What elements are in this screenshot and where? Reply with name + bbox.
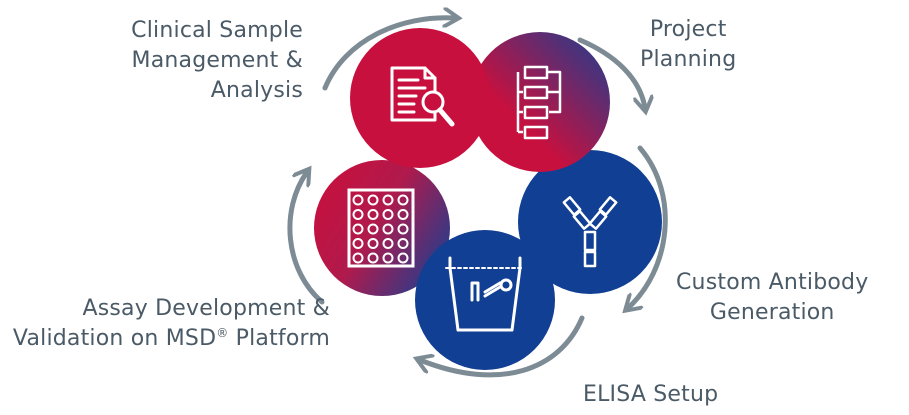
arrow-elisa-to-assay: [420, 315, 585, 378]
microplate-well: [367, 252, 379, 264]
label-project-planning: Project Planning: [640, 17, 737, 72]
microplate-well: [397, 238, 409, 249]
microplate-well: [352, 194, 364, 206]
microplate-icon: [347, 188, 415, 268]
step-circle-planning: [470, 32, 610, 172]
label-assay-development: Assay Development & Validation on MSD® P…: [12, 296, 330, 351]
microplate-well: [352, 209, 364, 220]
arrow-planning-to-antibody: [577, 37, 645, 108]
microplate-well: [367, 194, 379, 206]
label-custom-antibody: Custom Antibody Generation: [676, 270, 869, 325]
microplate-well: [352, 238, 364, 249]
arrow-antibody-to-elisa: [628, 145, 668, 308]
microplate-well: [397, 209, 409, 220]
microplate-well: [397, 194, 409, 206]
microplate-well: [367, 223, 379, 235]
arrow-assay-to-clinical: [287, 172, 325, 305]
cycle-arrows: [287, 18, 668, 378]
step-circle-elisa: [415, 230, 555, 370]
step-circle-clinical: [350, 28, 490, 168]
elisa-well-icon: [445, 256, 525, 332]
microplate-well: [382, 252, 394, 264]
microplate-well: [397, 223, 409, 235]
antibody-icon: [562, 196, 618, 268]
microplate-well: [382, 238, 394, 249]
arrow-clinical-to-planning: [322, 18, 455, 91]
microplate-well: [367, 209, 379, 220]
document-magnifier-icon: [390, 66, 455, 127]
microplate-well: [352, 252, 364, 264]
microplate-well: [367, 238, 379, 249]
flowchart-icon: [516, 65, 562, 140]
microplate-well: [382, 209, 394, 220]
microplate-well: [352, 223, 364, 235]
label-clinical-sample: Clinical Sample Management & Analysis: [131, 18, 303, 103]
microplate-well: [382, 194, 394, 206]
microplate-well: [382, 223, 394, 235]
microplate-well: [397, 252, 409, 264]
label-elisa-setup: ELISA Setup: [583, 382, 719, 407]
